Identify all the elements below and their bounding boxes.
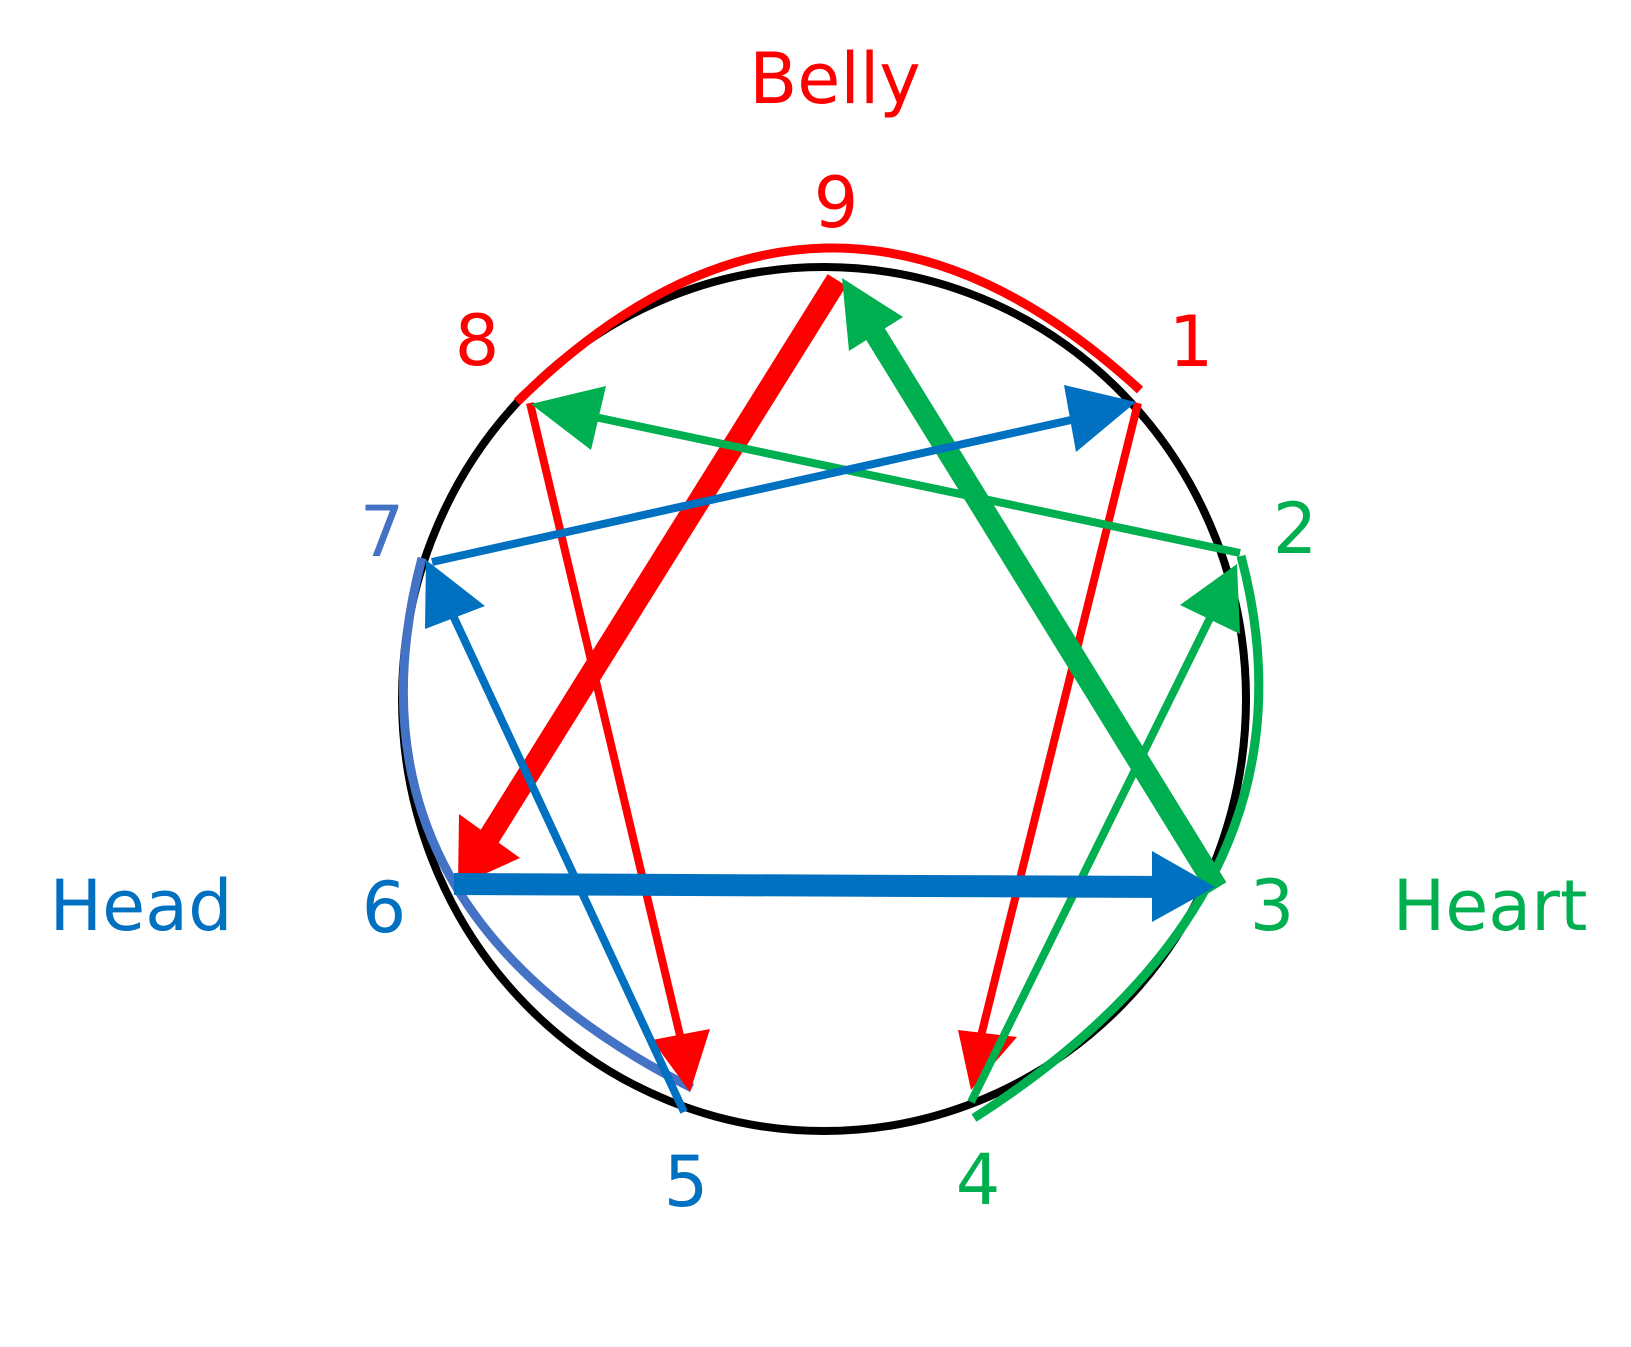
arrow-2-to-8-line	[589, 412, 1241, 557]
point-label-7: 7	[360, 491, 405, 573]
point-label-8: 8	[455, 300, 500, 382]
arrow-6-to-3-line	[453, 873, 1161, 898]
arrow-9-to-6-line	[468, 274, 847, 861]
arrow-4-to-2-line	[967, 610, 1217, 1104]
point-label-9: 9	[814, 162, 859, 244]
arrow-1-to-4-line	[975, 402, 1142, 1045]
point-label-4: 4	[956, 1139, 1001, 1221]
arrow-7-to-1-head	[1064, 385, 1136, 452]
arrow-group	[425, 274, 1241, 1114]
heart-arc	[971, 554, 1264, 1122]
center-label-belly: Belly	[749, 38, 920, 120]
point-label-6: 6	[362, 867, 407, 949]
arrow-7-to-1-line	[431, 414, 1081, 566]
point-label-1: 1	[1169, 301, 1214, 383]
arrow-8-to-5-head	[652, 1029, 710, 1092]
center-label-heart: Heart	[1393, 865, 1588, 947]
arrow-3-to-9-line	[858, 316, 1227, 894]
belly-arc	[513, 243, 1144, 406]
arrow-9-to-6-head	[458, 814, 520, 886]
point-label-3: 3	[1250, 865, 1295, 947]
arrow-3-to-9-head	[842, 278, 903, 351]
arrow-8-to-5-line	[526, 402, 686, 1045]
arrow-5-to-7-line	[446, 607, 688, 1114]
arrow-6-to-3-head	[1152, 851, 1215, 922]
arrow-2-to-8-head	[531, 386, 606, 450]
arrow-4-to-2-head	[1180, 564, 1240, 634]
arrow-5-to-7-head	[425, 560, 485, 629]
head-arc	[398, 556, 695, 1093]
center-label-head: Head	[49, 865, 232, 947]
point-label-5: 5	[664, 1141, 709, 1223]
point-label-2: 2	[1273, 488, 1318, 570]
